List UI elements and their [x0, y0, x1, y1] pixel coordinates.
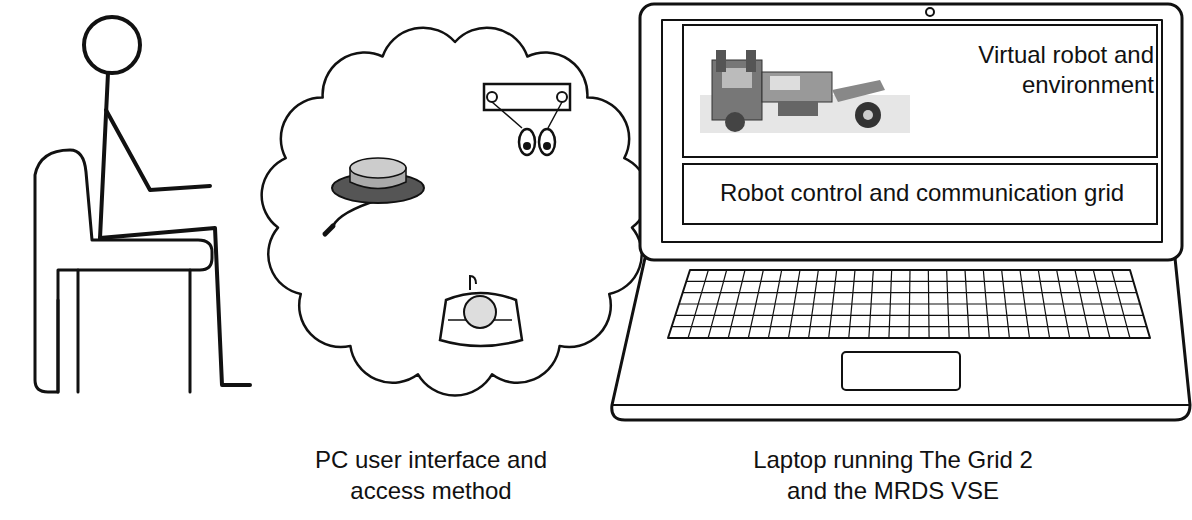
robot-picture [700, 50, 910, 133]
switch-button [325, 158, 424, 234]
caption-label: Laptop running The Grid 2 and the MRDS V… [733, 444, 1053, 506]
box-text: Robot control and communication grid [684, 178, 1160, 208]
control-grid-box: Robot control and communication grid [682, 163, 1158, 225]
trackball [440, 276, 522, 346]
cloud-outline [262, 28, 649, 396]
stick-figure [84, 17, 250, 385]
laptop [612, 4, 1190, 420]
eye-tracker [484, 84, 570, 155]
screen-panel-box: Virtual robot and environment [682, 24, 1158, 158]
box-text: Virtual robot and environment [922, 40, 1154, 100]
caption-label: PC user interface and access method [313, 444, 549, 506]
